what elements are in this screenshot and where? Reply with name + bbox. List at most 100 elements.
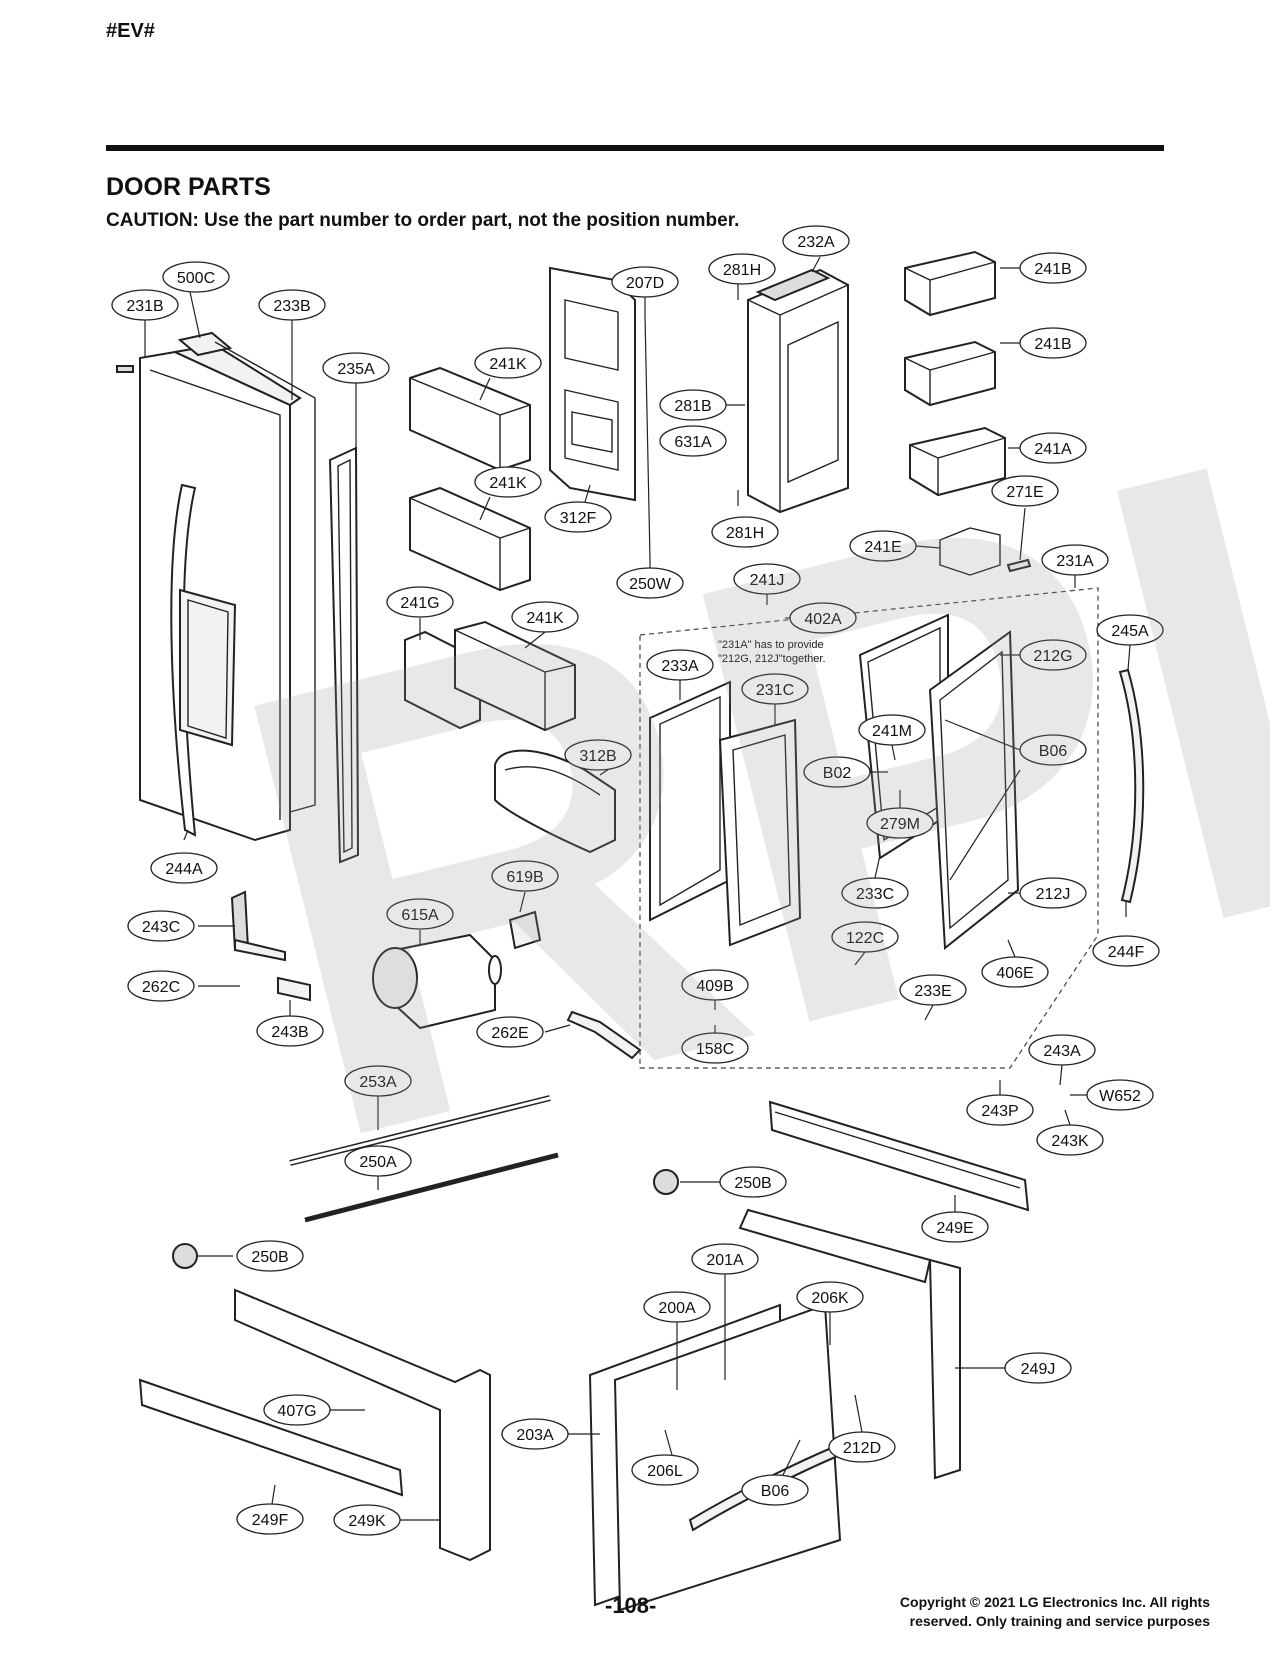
wrench-262e (566, 1010, 642, 1060)
callout-bubble (803, 756, 871, 788)
callout-label: 233B (273, 298, 310, 315)
callout-label: 250W (629, 576, 672, 593)
callout-bubble (476, 1016, 544, 1048)
callout-label: 262E (491, 1025, 528, 1042)
callout-label: 615A (401, 907, 439, 924)
callout-bubble (564, 739, 632, 771)
callout-bubble (236, 1240, 304, 1272)
callout-label: 233C (856, 886, 894, 903)
callout-bubble (681, 1032, 749, 1064)
callout-bubble (991, 475, 1059, 507)
callout-label: 241K (526, 610, 564, 627)
callout-label: 233E (914, 983, 951, 1000)
callout-bubble (1086, 1079, 1154, 1111)
callout-bubble (344, 1145, 412, 1177)
callout-label: 243B (271, 1024, 308, 1041)
callout-bubble (733, 563, 801, 595)
callout-bubble (1019, 877, 1087, 909)
callout-bubble (322, 352, 390, 384)
callout-bubble (1019, 432, 1087, 464)
callout-label: 206L (647, 1463, 683, 1480)
page-number: -108- (605, 1593, 657, 1618)
callout-bubble (544, 501, 612, 533)
callout-label: 241M (872, 723, 912, 740)
callout-label: 500C (177, 270, 215, 287)
motor-615a (372, 933, 502, 1030)
callout-label: W652 (1099, 1088, 1141, 1105)
gear-250b-left (172, 1243, 198, 1269)
callout-bubble (162, 261, 230, 293)
callout-bubble (858, 714, 926, 746)
callout-bubble (849, 530, 917, 562)
callout-bubble (981, 956, 1049, 988)
callout-bubble (1004, 1352, 1072, 1384)
callout-bubble (263, 1394, 331, 1426)
callout-bubble (899, 974, 967, 1006)
callout-label: 122C (846, 930, 884, 947)
callout-bubble (659, 425, 727, 457)
callout-label: 241B (1034, 261, 1071, 278)
callout-label: 249J (1021, 1361, 1056, 1378)
callout-bubble (333, 1504, 401, 1536)
callout-bubble (1041, 544, 1109, 576)
leader-lines (144, 256, 1131, 1521)
callout-label: 262C (142, 979, 180, 996)
bin-312b (494, 749, 616, 854)
callout-label: 249K (348, 1513, 386, 1530)
callout-bubble (386, 898, 454, 930)
callout-bubble (659, 389, 727, 421)
door-panel-312f (549, 266, 636, 502)
handle-245a (1118, 668, 1145, 904)
callout-label: 212J (1036, 886, 1071, 903)
valve-619b (508, 910, 542, 950)
callout-label: 243K (1051, 1133, 1089, 1150)
glass-panel-212g (928, 630, 1020, 950)
callout-label: 241A (1034, 441, 1072, 458)
callout-label: 281B (674, 398, 711, 415)
callout-label: 402A (804, 611, 842, 628)
callout-label: 279M (880, 816, 920, 833)
callout-label: 243A (1043, 1043, 1081, 1060)
callout-bubble (719, 1166, 787, 1198)
callout-label: 407G (277, 1403, 316, 1420)
bin-241e (939, 527, 1001, 576)
frame-231c (718, 718, 802, 947)
callout-label: 241K (489, 356, 527, 373)
callout-bubble (111, 289, 179, 321)
callout-bubble (491, 860, 559, 892)
callout-label: 312F (560, 510, 597, 527)
header-rule (106, 145, 1164, 151)
callout-bubble (127, 970, 195, 1002)
callout-bubble (256, 1015, 324, 1047)
callout-label: 271E (1006, 484, 1043, 501)
callout-label: 243P (981, 1103, 1018, 1120)
callout-bubble (1019, 734, 1087, 766)
callout-label: 312B (579, 748, 616, 765)
door-bins-right (904, 250, 1006, 497)
door-bins-lower (404, 620, 576, 732)
callout-label: 207D (626, 275, 664, 292)
callout-label: 200A (658, 1300, 696, 1317)
callout-label: B02 (823, 765, 852, 782)
callout-label: 241B (1034, 336, 1071, 353)
callout-label: 212D (843, 1440, 881, 1457)
callout-label: 231B (126, 298, 163, 315)
callouts: 500C 231B 233B 235A 241K 241K 207D 312F … (111, 225, 1164, 1536)
callout-bubble (708, 253, 776, 285)
copyright-notice: Copyright © 2021 LG Electronics Inc. All… (830, 1593, 1210, 1631)
callout-bubble (511, 601, 579, 633)
callout-label: 249E (936, 1220, 973, 1237)
callout-bubble (1019, 639, 1087, 671)
callout-bubble (344, 1065, 412, 1097)
copyright-line-2: reserved. Only training and service purp… (909, 1613, 1210, 1629)
callout-label: 241J (750, 572, 785, 589)
callout-label: 241K (489, 475, 527, 492)
callout-label: 619B (506, 869, 543, 886)
callout-bubble (1019, 252, 1087, 284)
callout-bubble (501, 1418, 569, 1450)
callout-bubble (236, 1503, 304, 1535)
rail-249f (138, 1378, 404, 1497)
callout-bubble (616, 567, 684, 599)
callout-bubble (611, 266, 679, 298)
